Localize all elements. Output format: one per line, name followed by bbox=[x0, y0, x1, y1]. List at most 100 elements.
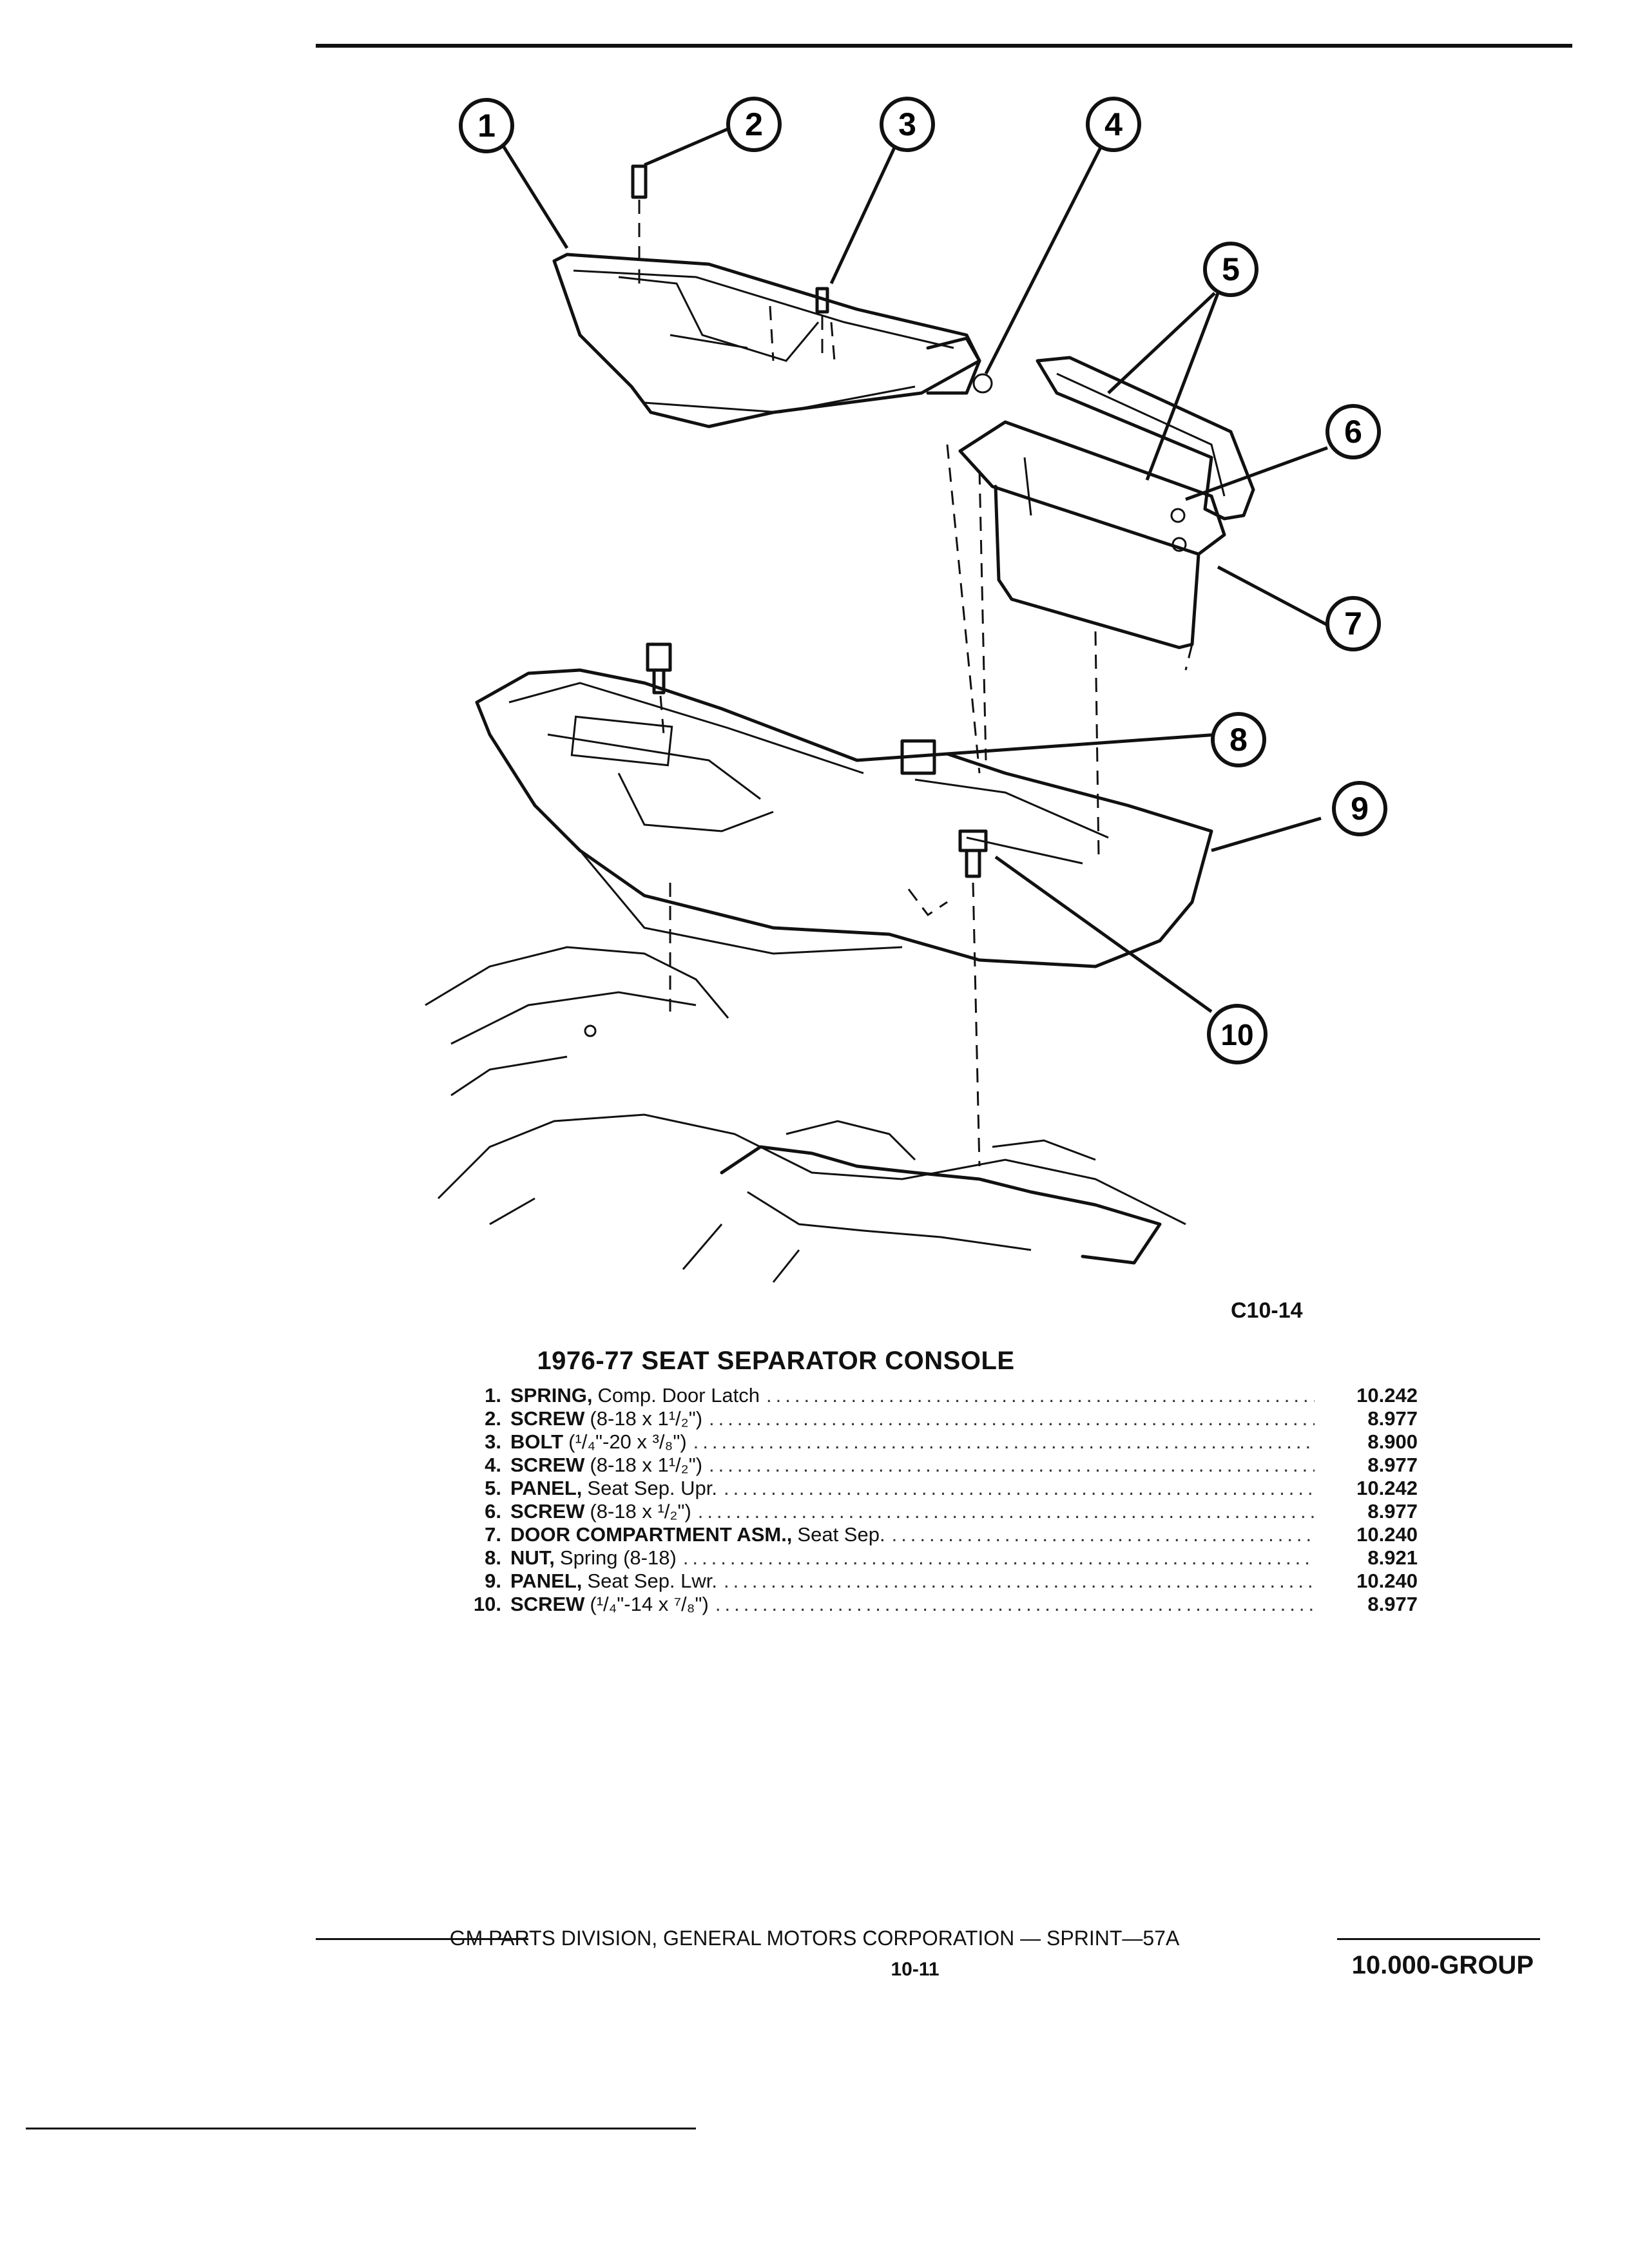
callout-10: 10 bbox=[1207, 1004, 1268, 1064]
part-name: SCREW bbox=[510, 1454, 585, 1476]
part-number: 2. bbox=[485, 1407, 501, 1430]
svg-text:2: 2 bbox=[745, 106, 763, 142]
part-description: (8-18 x 1¹/₂") bbox=[590, 1454, 703, 1476]
bolt-art bbox=[958, 829, 988, 1167]
part-description: (8-18 x ¹/₂") bbox=[590, 1500, 691, 1523]
part-description: (8-18 x 1¹/₂") bbox=[590, 1407, 703, 1430]
svg-text:6: 6 bbox=[1344, 414, 1362, 450]
dot-leader bbox=[709, 1454, 1315, 1477]
part-name: BOLT bbox=[510, 1430, 564, 1453]
callout-7: 7 bbox=[1325, 596, 1381, 651]
group-label: 10.000-GROUP bbox=[1351, 1951, 1534, 1979]
part-group-number: 8.921 bbox=[1367, 1546, 1418, 1569]
part-number: 7. bbox=[485, 1523, 501, 1546]
part-name: SPRING, bbox=[510, 1384, 593, 1407]
part-number: 3. bbox=[485, 1430, 501, 1453]
callout-5: 5 bbox=[1203, 242, 1258, 297]
part-name: SCREW bbox=[510, 1593, 585, 1615]
page-number: 10-11 bbox=[891, 1959, 940, 1980]
part-group-number: 10.242 bbox=[1356, 1477, 1418, 1499]
part-name: NUT, bbox=[510, 1546, 555, 1569]
callout-3: 3 bbox=[880, 97, 935, 152]
dot-leader bbox=[724, 1477, 1315, 1500]
screw-art-lower bbox=[646, 642, 672, 735]
part-row: 8. NUT,Spring (8-18) 8.921 bbox=[464, 1546, 1418, 1570]
upper-panel-art bbox=[958, 356, 1255, 671]
alignment-lines bbox=[669, 444, 1100, 1012]
exploded-view-diagram: 1 2 3 4 5 6 7 8 9 10 bbox=[425, 97, 1387, 1283]
top-rule bbox=[316, 44, 1572, 48]
svg-text:9: 9 bbox=[1351, 791, 1369, 827]
lower-panel-art bbox=[475, 668, 1213, 968]
part-row: 9. PANEL,Seat Sep. Lwr. 10.240 bbox=[464, 1570, 1418, 1593]
figure-code: C10-14 bbox=[1231, 1298, 1303, 1323]
dot-leader bbox=[698, 1500, 1315, 1523]
part-name: SCREW bbox=[510, 1407, 585, 1430]
part-description: (¹/₄"-20 x ³/₈") bbox=[568, 1430, 687, 1453]
dot-leader bbox=[709, 1407, 1315, 1430]
callout-9: 9 bbox=[1332, 781, 1387, 836]
part-row: 10. SCREW(¹/₄"-14 x ⁷/₈") 8.977 bbox=[464, 1593, 1418, 1616]
dot-leader bbox=[683, 1546, 1315, 1570]
dot-leader bbox=[766, 1384, 1315, 1407]
svg-text:7: 7 bbox=[1344, 606, 1362, 642]
part-number: 6. bbox=[485, 1500, 501, 1523]
callout-4: 4 bbox=[1086, 97, 1141, 152]
svg-text:10: 10 bbox=[1220, 1018, 1253, 1052]
callout-2: 2 bbox=[726, 97, 782, 152]
part-description: Seat Sep. Upr. bbox=[587, 1477, 718, 1499]
part-number: 9. bbox=[485, 1570, 501, 1592]
part-row: 3. BOLT(¹/₄"-20 x ³/₈") 8.900 bbox=[464, 1430, 1418, 1454]
part-name: DOOR COMPARTMENT ASM., bbox=[510, 1523, 793, 1546]
svg-text:3: 3 bbox=[898, 106, 916, 142]
footer-text: GM PARTS DIVISION, GENERAL MOTORS CORPOR… bbox=[449, 1927, 1180, 1950]
part-row: 4. SCREW(8-18 x 1¹/₂") 8.977 bbox=[464, 1454, 1418, 1477]
part-name: PANEL, bbox=[510, 1477, 583, 1499]
dot-leader bbox=[693, 1430, 1315, 1454]
part-number: 8. bbox=[485, 1546, 501, 1569]
part-row: 6. SCREW(8-18 x ¹/₂") 8.977 bbox=[464, 1500, 1418, 1523]
part-name: SCREW bbox=[510, 1500, 585, 1523]
footer-rule-left bbox=[316, 1938, 528, 1940]
svg-text:4: 4 bbox=[1104, 106, 1123, 142]
part-group-number: 10.240 bbox=[1356, 1570, 1418, 1592]
part-group-number: 8.977 bbox=[1367, 1593, 1418, 1615]
compartment-door-art bbox=[552, 253, 993, 428]
part-group-number: 8.977 bbox=[1367, 1407, 1418, 1430]
part-row: 1. SPRING,Comp. Door Latch 10.242 bbox=[464, 1384, 1418, 1407]
floor-tunnel-art bbox=[425, 946, 1186, 1283]
page-title: 1976-77 SEAT SEPARATOR CONSOLE bbox=[537, 1347, 1015, 1375]
part-group-number: 10.242 bbox=[1356, 1384, 1418, 1407]
footer-rule-right bbox=[1337, 1938, 1540, 1940]
part-description: Comp. Door Latch bbox=[597, 1384, 760, 1407]
bottom-rule bbox=[26, 2128, 696, 2129]
part-description: Seat Sep. Lwr. bbox=[587, 1570, 718, 1592]
callout-6: 6 bbox=[1325, 404, 1381, 459]
part-description: Spring (8-18) bbox=[559, 1546, 677, 1569]
dot-leader bbox=[724, 1570, 1315, 1593]
svg-text:8: 8 bbox=[1229, 722, 1248, 758]
part-name: PANEL, bbox=[510, 1570, 583, 1592]
parts-list: 1.SPRING,Comp. Door Latch10.2422.SCREW(8… bbox=[464, 1384, 1418, 1616]
part-number: 10. bbox=[473, 1593, 501, 1615]
part-number: 1. bbox=[485, 1384, 501, 1407]
leader-lines bbox=[501, 127, 1329, 1014]
part-row: 2. SCREW(8-18 x 1¹/₂") 8.977 bbox=[464, 1407, 1418, 1430]
svg-text:5: 5 bbox=[1222, 251, 1240, 287]
callout-8: 8 bbox=[1211, 712, 1266, 767]
part-description: (¹/₄"-14 x ⁷/₈") bbox=[590, 1593, 709, 1615]
dot-leader bbox=[715, 1593, 1315, 1616]
svg-text:1: 1 bbox=[477, 108, 496, 144]
part-group-number: 10.240 bbox=[1356, 1523, 1418, 1546]
part-group-number: 8.977 bbox=[1367, 1500, 1418, 1523]
part-row: 5. PANEL,Seat Sep. Upr. 10.242 bbox=[464, 1477, 1418, 1500]
part-group-number: 8.900 bbox=[1367, 1430, 1418, 1453]
part-number: 5. bbox=[485, 1477, 501, 1499]
part-description: Seat Sep. bbox=[797, 1523, 885, 1546]
screw-art-upper bbox=[631, 164, 836, 361]
part-row: 7. DOOR COMPARTMENT ASM.,Seat Sep. 10.240 bbox=[464, 1523, 1418, 1546]
part-group-number: 8.977 bbox=[1367, 1454, 1418, 1476]
callout-1: 1 bbox=[459, 98, 514, 153]
part-number: 4. bbox=[485, 1454, 501, 1476]
dot-leader bbox=[892, 1523, 1315, 1546]
